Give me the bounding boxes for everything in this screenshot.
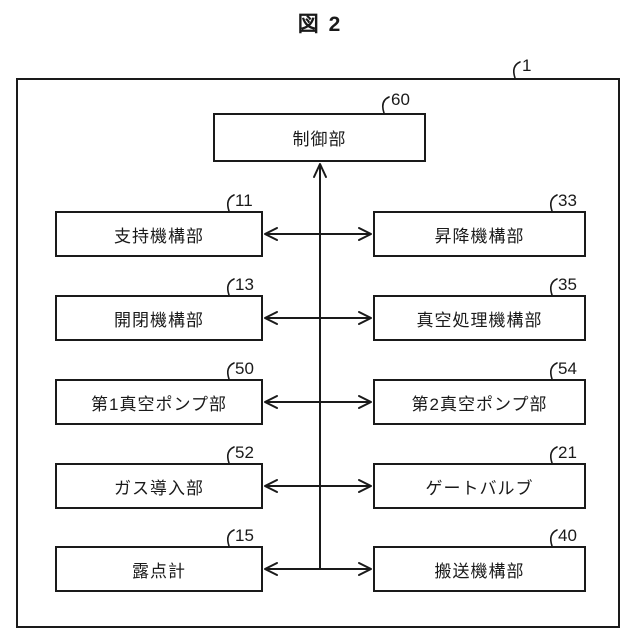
- ref-label-control: 60: [391, 90, 410, 109]
- block-label: 開閉機構部: [114, 310, 204, 330]
- block-label: 制御部: [292, 130, 347, 149]
- block-gate-valve: ゲートバルブ: [373, 463, 586, 509]
- block-support-mechanism: 支持機構部: [55, 211, 263, 257]
- block-open-close-mechanism: 開閉機構部: [55, 295, 263, 341]
- ref-label: 13: [235, 275, 254, 294]
- block-label: 昇降機構部: [434, 226, 525, 246]
- ref-label: 40: [558, 526, 577, 545]
- ref-label: 52: [235, 443, 254, 462]
- block-label: 第2真空ポンプ部: [411, 394, 548, 414]
- block-control-unit: 制御部: [213, 113, 426, 162]
- block-label: 第1真空ポンプ部: [91, 394, 227, 414]
- block-lift-mechanism: 昇降機構部: [373, 211, 586, 257]
- figure-title: 図 2: [297, 13, 343, 36]
- block-label: ゲートバルブ: [425, 478, 534, 498]
- block-label: 露点計: [132, 561, 186, 581]
- ref-label: 35: [558, 275, 577, 294]
- block-gas-introduction: ガス導入部: [55, 463, 263, 509]
- ref-label: 11: [235, 191, 253, 210]
- ref-label-frame: 1: [522, 56, 532, 75]
- ref-label: 15: [235, 526, 254, 545]
- block-first-vacuum-pump: 第1真空ポンプ部: [55, 379, 263, 425]
- ref-label: 33: [558, 191, 577, 210]
- block-second-vacuum-pump: 第2真空ポンプ部: [373, 379, 586, 425]
- ref-label: 54: [558, 359, 577, 378]
- block-transfer-mechanism: 搬送機構部: [373, 546, 586, 592]
- block-label: 支持機構部: [114, 226, 204, 246]
- ref-label: 50: [235, 359, 254, 378]
- block-label: 真空処理機構部: [416, 310, 543, 330]
- ref-label: 21: [558, 443, 577, 462]
- block-vacuum-processing-mechanism: 真空処理機構部: [373, 295, 586, 341]
- block-dew-point-meter: 露点計: [55, 546, 263, 592]
- block-label: 搬送機構部: [434, 561, 525, 581]
- block-label: ガス導入部: [114, 478, 204, 498]
- leader-line: [513, 61, 521, 79]
